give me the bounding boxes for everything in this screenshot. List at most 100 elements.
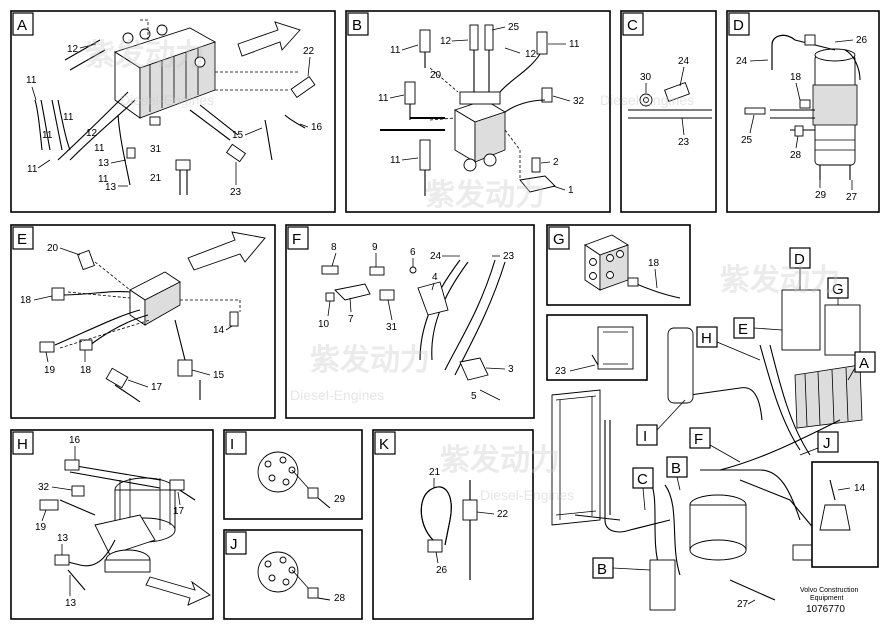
callout: 27 xyxy=(737,599,749,610)
panel-i: I 29 xyxy=(223,429,363,520)
callout: 14 xyxy=(213,325,225,336)
callout: 24 xyxy=(430,251,442,262)
callout: 11 xyxy=(26,75,37,86)
callout: 20 xyxy=(47,243,59,254)
swing-motor xyxy=(94,477,176,573)
callout: 13 xyxy=(98,158,110,169)
callout: 23 xyxy=(678,137,690,148)
callout: 11 xyxy=(390,45,401,56)
callout: 30 xyxy=(640,72,652,83)
callout: 31 xyxy=(386,322,398,333)
overview-tag-d: D xyxy=(794,251,805,268)
valve-block xyxy=(584,234,630,291)
callout: 32 xyxy=(573,96,585,107)
watermark-text: Diesel-Engines xyxy=(120,92,214,108)
callout: 22 xyxy=(303,46,315,57)
overview-tag-a: A xyxy=(859,355,869,372)
overview-tag-g: G xyxy=(832,281,844,298)
callout: 11 xyxy=(42,130,53,141)
callout: 2 xyxy=(553,157,559,168)
callout: 26 xyxy=(436,565,448,576)
panel-g-label: G xyxy=(553,231,565,248)
callout: 5 xyxy=(471,391,477,402)
callout: 1 xyxy=(568,185,574,196)
panel-h-label: H xyxy=(17,436,28,453)
overview-tag-f: F xyxy=(694,431,703,448)
callout: 11 xyxy=(27,164,38,175)
callout: 28 xyxy=(790,150,802,161)
watermark-text: Diesel-Engines xyxy=(290,387,384,403)
callout: 19 xyxy=(35,522,47,533)
callout: 7 xyxy=(348,314,354,325)
callout: 22 xyxy=(497,509,509,520)
panel-a-label: A xyxy=(17,17,27,34)
panel-b: B 25 12 11 12 11 xyxy=(345,10,611,213)
callout: 28 xyxy=(334,593,346,604)
overview-machine: 23 14 xyxy=(546,247,879,615)
panel-c: C 30 24 23 xyxy=(620,10,717,213)
callout: 27 xyxy=(846,192,858,203)
overview-tag-b2: B xyxy=(597,561,607,578)
panel-j: J 28 xyxy=(223,529,363,620)
callout: 6 xyxy=(410,247,416,258)
callout: 11 xyxy=(63,112,74,123)
callout: 21 xyxy=(429,467,441,478)
callout: 17 xyxy=(151,382,163,393)
panel-e-label: E xyxy=(17,231,27,248)
callout: 12 xyxy=(525,49,537,60)
callout: 16 xyxy=(311,122,323,133)
callout: 12 xyxy=(86,128,98,139)
panel-d-label: D xyxy=(733,17,744,34)
watermark-text: 紫发动力 xyxy=(720,264,840,297)
callout: 19 xyxy=(44,365,56,376)
port-plate xyxy=(257,551,299,593)
callout: 24 xyxy=(736,56,748,67)
direction-arrow xyxy=(237,21,301,57)
watermark-text: Diesel-Engines xyxy=(480,487,574,503)
panel-k-label: K xyxy=(379,436,389,453)
callout: 31 xyxy=(150,144,162,155)
panel-c-label: C xyxy=(627,17,638,34)
callout: 12 xyxy=(67,44,79,55)
overview-tag-j: J xyxy=(823,435,831,452)
panel-f-label: F xyxy=(292,231,301,248)
callout: 23 xyxy=(555,366,567,377)
panel-a: A 12 2 xyxy=(10,10,336,213)
callout: 11 xyxy=(378,93,389,104)
callout: 16 xyxy=(69,435,81,446)
overview-tag-e: E xyxy=(738,321,748,338)
callout: 21 xyxy=(150,173,162,184)
callout: 14 xyxy=(854,483,866,494)
callout: 10 xyxy=(318,319,330,330)
callout: 4 xyxy=(432,272,438,283)
direction-arrow xyxy=(187,231,266,271)
callout: 29 xyxy=(334,494,346,505)
callout: 13 xyxy=(105,182,117,193)
overview-tag-h: H xyxy=(701,330,712,347)
callout: 18 xyxy=(790,72,802,83)
callout: 13 xyxy=(65,598,77,609)
panel-k: K 21 22 26 xyxy=(372,429,534,620)
callout: 3 xyxy=(508,364,514,375)
panel-e: E 20 18 14 19 18 17 1 xyxy=(10,224,276,419)
callout: 18 xyxy=(20,295,32,306)
callout: 24 xyxy=(678,56,690,67)
panel-j-label: J xyxy=(230,536,238,553)
callout: 9 xyxy=(372,242,378,253)
callout: 25 xyxy=(741,135,753,146)
watermark-text: 紫发动力 xyxy=(425,179,545,212)
panel-g: G 18 xyxy=(546,224,691,306)
watermark-text: 紫发动力 xyxy=(440,444,560,477)
overview-tag-b: B xyxy=(671,460,681,477)
drawing-number: 1076770 xyxy=(806,604,845,615)
callout: 29 xyxy=(815,190,827,201)
callout: 17 xyxy=(173,506,185,517)
watermark-text: 紫发动力 xyxy=(310,344,430,377)
callout: 11 xyxy=(94,143,105,154)
callout: 15 xyxy=(213,370,225,381)
callout: 8 xyxy=(331,242,337,253)
callout: 11 xyxy=(98,174,109,185)
callout: 20 xyxy=(430,70,442,81)
panel-h: H 16 32 17 19 13 13 xyxy=(10,429,214,620)
